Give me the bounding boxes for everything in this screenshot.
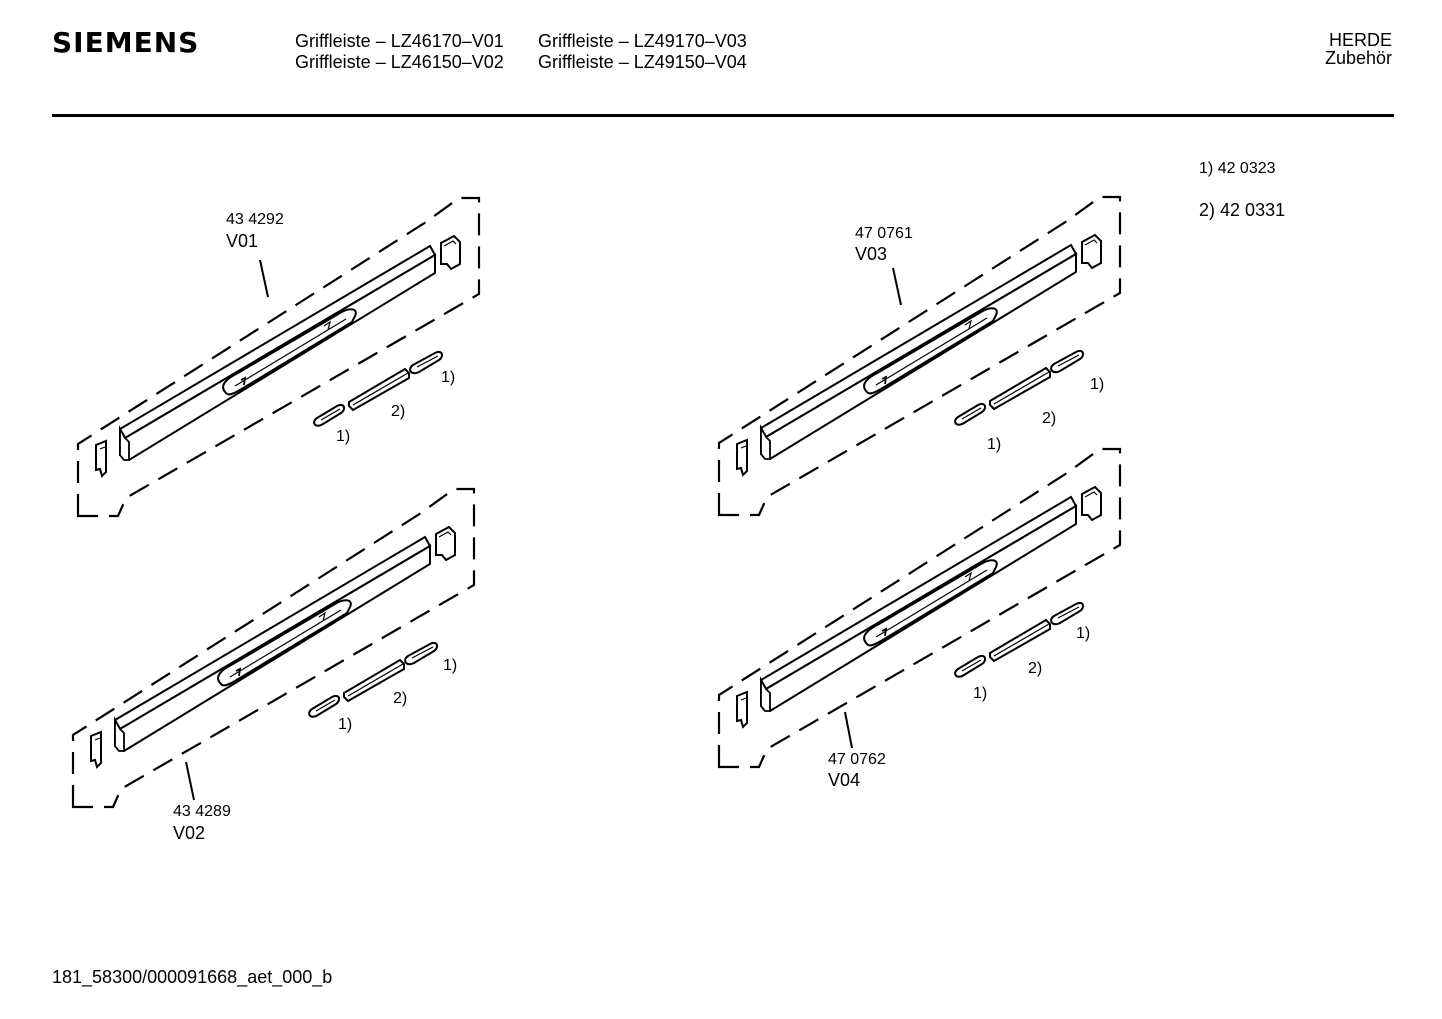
siemens-logo: SIEMENS	[52, 26, 200, 59]
callout-v01-clip-left: 1)	[336, 428, 351, 445]
part-number-v01: 43 4292	[226, 211, 284, 228]
leader-v03	[892, 267, 902, 306]
legend-item-1: 1) 42 0323	[1199, 160, 1276, 178]
callout-v03-bracket: 2)	[1042, 410, 1057, 427]
callout-v03-clip-right: 1)	[1090, 376, 1105, 393]
callout-v02-bracket: 2)	[393, 690, 408, 707]
part-number-v02: 43 4289	[173, 803, 231, 820]
callout-v04-bracket: 2)	[1028, 660, 1043, 677]
callout-v03-clip-left: 1)	[987, 436, 1002, 453]
callout-v02-clip-left: 1)	[338, 716, 353, 733]
legend-part-2: 42 0331	[1220, 200, 1286, 220]
legend-ref-2: 2)	[1199, 200, 1216, 220]
assembly-v03	[717, 195, 1122, 517]
category-label: HERDE	[1328, 30, 1392, 50]
callout-v04-clip-left: 1)	[973, 685, 988, 702]
callout-v01-clip-right: 1)	[441, 369, 456, 386]
leader-v04	[844, 711, 853, 749]
legend-ref-1: 1)	[1199, 160, 1214, 177]
version-v01: V01	[226, 231, 259, 251]
callout-v01-bracket: 2)	[391, 403, 406, 420]
legend-part-1: 42 0323	[1217, 160, 1276, 177]
leader-v02	[185, 761, 195, 801]
header-divider	[52, 114, 1394, 117]
subcategory-label: Zubehör	[1324, 48, 1392, 68]
title-lz49150-v04: Griffleiste – LZ49150–V04	[538, 52, 747, 72]
document-id: 181_58300/000091668_aet_000_b	[52, 967, 333, 987]
part-number-v04: 47 0762	[828, 751, 886, 768]
callout-v04-clip-right: 1)	[1076, 625, 1091, 642]
assembly-v04	[717, 447, 1122, 769]
assembly-v01	[76, 196, 481, 518]
title-lz46150-v02: Griffleiste – LZ46150–V02	[295, 52, 504, 72]
title-lz46170-v01: Griffleiste – LZ46170–V01	[295, 31, 504, 51]
title-lz49170-v03: Griffleiste – LZ49170–V03	[538, 31, 747, 51]
callout-v02-clip-right: 1)	[443, 657, 458, 674]
assembly-v02	[71, 487, 476, 809]
leader-v01	[259, 259, 269, 298]
version-v04: V04	[828, 770, 861, 790]
legend-item-2: 2) 42 0331	[1199, 200, 1285, 221]
part-number-v03: 47 0761	[855, 225, 913, 242]
version-v03: V03	[855, 244, 888, 264]
version-v02: V02	[173, 823, 206, 843]
